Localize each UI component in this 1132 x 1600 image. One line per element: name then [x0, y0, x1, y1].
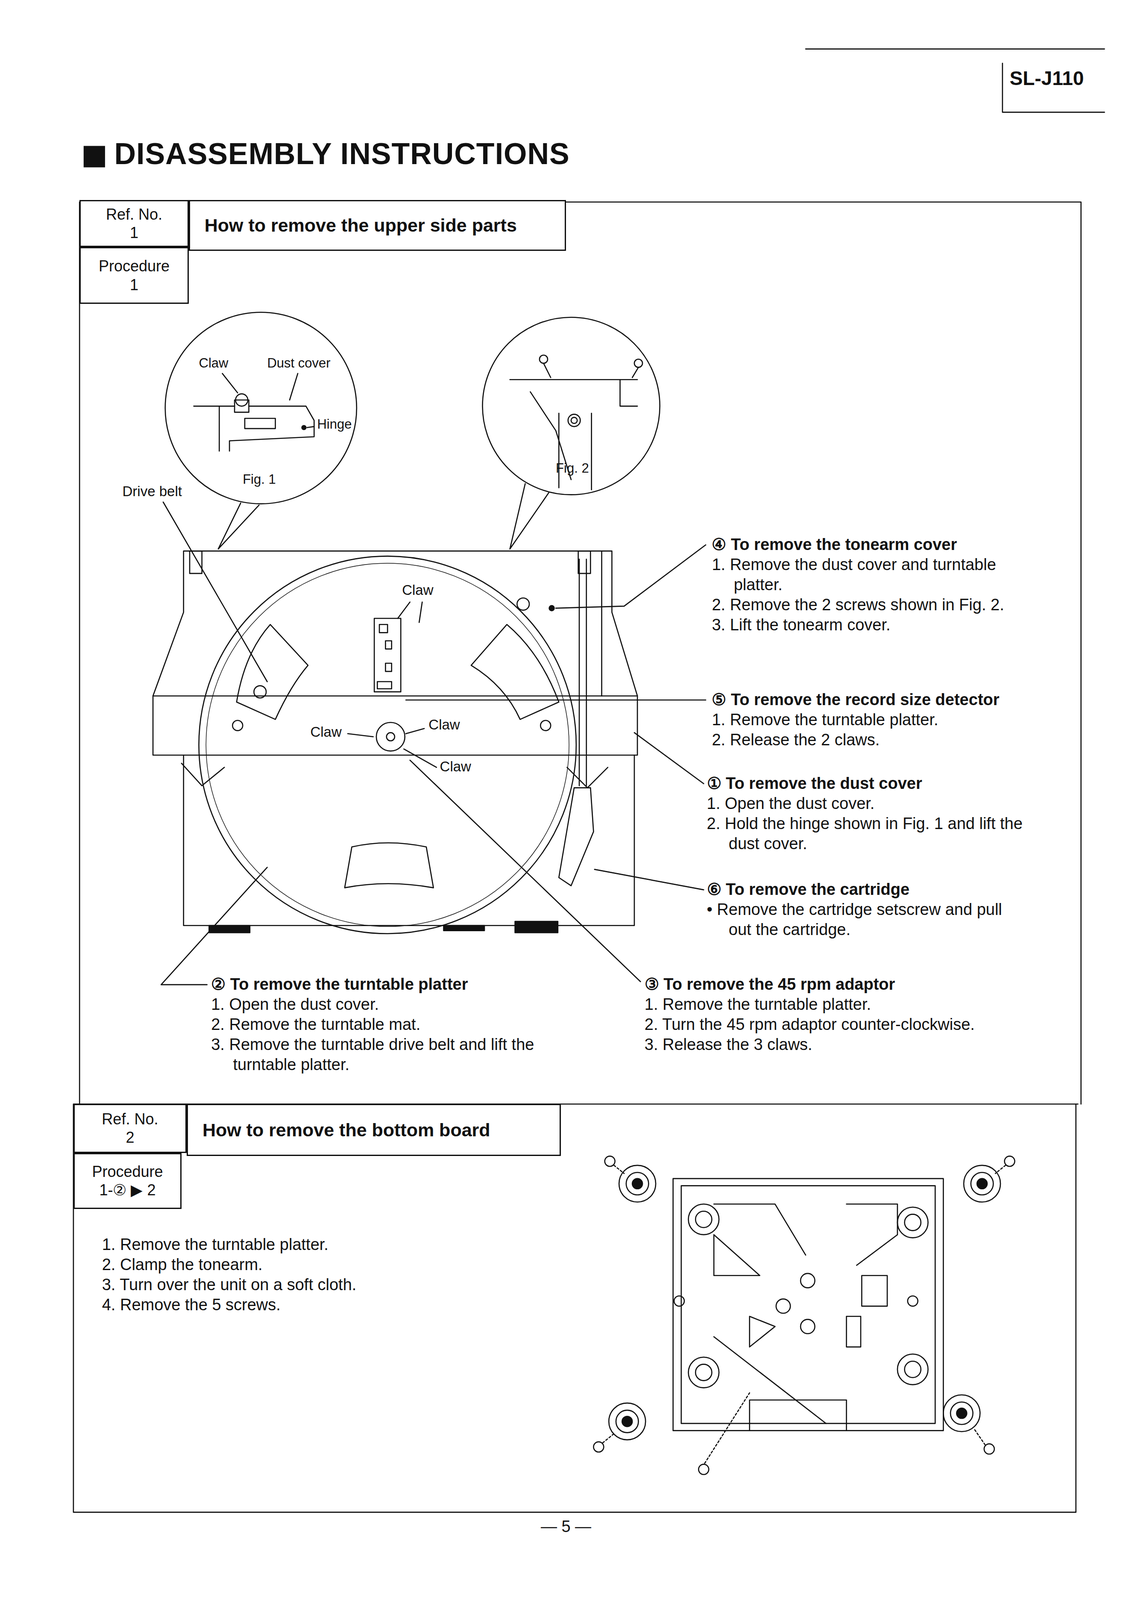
- ref-text: 1: [129, 275, 139, 294]
- step-text: 2. Remove the turntable mat.: [211, 1014, 548, 1035]
- part-label: Claw: [308, 724, 343, 740]
- model-number: SL-J110: [1009, 67, 1085, 90]
- step-text: 3. Remove the turntable drive belt and l…: [211, 1034, 548, 1075]
- instruction-group: 1. Remove the turntable platter.2. Clamp…: [102, 1234, 561, 1315]
- step-text: 1. Remove the turntable platter.: [644, 994, 992, 1015]
- page-number: — 5 —: [540, 1517, 592, 1536]
- part-label: Drive belt: [122, 483, 182, 499]
- instruction-group: ③ To remove the 45 rpm adaptor1. Remove …: [644, 973, 992, 1055]
- page-title: DISASSEMBLY INSTRUCTIONS: [114, 136, 570, 171]
- ref-text: 2: [125, 1127, 135, 1147]
- figure-label: Claw: [199, 355, 229, 371]
- figure-circle: Claw Dust coverHingeFig. 1: [164, 310, 358, 505]
- figure-circle: Fig. 2: [481, 316, 661, 496]
- ref-text: Procedure: [91, 1161, 163, 1181]
- ref-text: Procedure: [98, 256, 170, 276]
- step-text: 1. Remove the turntable platter.: [711, 709, 1018, 730]
- instruction-group: ② To remove the turntable platter1. Open…: [211, 973, 548, 1075]
- step-heading: ④ To remove the tonearm cover: [711, 534, 1023, 555]
- step-text: 2. Remove the 2 screws shown in Fig. 2.: [711, 594, 1023, 615]
- step-text: 3. Lift the tonearm cover.: [711, 614, 1023, 635]
- figure-label: Fig. 2: [555, 460, 590, 476]
- step-text: 4. Remove the 5 screws.: [102, 1294, 561, 1315]
- step-text: 3. Turn over the unit on a soft cloth.: [102, 1274, 561, 1295]
- step-heading: ⑤ To remove the record size detector: [711, 689, 1018, 710]
- step-heading: ① To remove the dust cover: [706, 773, 1024, 794]
- header-box: How to remove the bottom board: [186, 1103, 561, 1156]
- part-label: Claw: [400, 582, 435, 598]
- figure-label: Fig. 1: [242, 472, 276, 487]
- step-heading: ⑥ To remove the cartridge: [706, 879, 1024, 900]
- ref-box: Procedure1-② ▶ 2: [73, 1152, 182, 1209]
- ref-text: 1: [129, 223, 139, 242]
- header-box: How to remove the upper side parts: [188, 199, 566, 251]
- part-label: Claw: [427, 716, 461, 733]
- step-text: 1. Open the dust cover.: [706, 793, 1024, 814]
- step-text: 2. Release the 2 claws.: [711, 729, 1018, 750]
- step-text: 1. Remove the dust cover and turntable p…: [711, 554, 1023, 595]
- ref-text: Ref. No.: [101, 1109, 159, 1128]
- step-text: 2. Turn the 45 rpm adaptor counter-clock…: [644, 1014, 992, 1035]
- instruction-group: ⑤ To remove the record size detector1. R…: [711, 689, 1018, 750]
- step-heading: ② To remove the turntable platter: [211, 973, 548, 995]
- figure-label: Dust cover: [266, 355, 331, 371]
- step-heading: ③ To remove the 45 rpm adaptor: [644, 973, 992, 995]
- ref-text: 1-② ▶ 2: [99, 1180, 156, 1199]
- ref-box: Procedure1: [79, 246, 189, 305]
- step-text: • Remove the cartridge setscrew and pull…: [706, 899, 1024, 940]
- section-heading: How to remove the upper side parts: [204, 214, 517, 236]
- step-text: 1. Open the dust cover.: [211, 994, 548, 1015]
- ref-box: Ref. No.1: [79, 199, 189, 247]
- instruction-group: ⑥ To remove the cartridge• Remove the ca…: [706, 879, 1024, 940]
- instruction-group: ① To remove the dust cover1. Open the du…: [706, 773, 1024, 854]
- step-text: 2. Hold the hinge shown in Fig. 1 and li…: [706, 813, 1024, 854]
- section-heading: How to remove the bottom board: [202, 1119, 491, 1141]
- ref-box: Ref. No.2: [73, 1103, 187, 1153]
- figure-label: Hinge: [316, 416, 352, 432]
- ref-text: Ref. No.: [105, 205, 163, 224]
- step-text: 1. Remove the turntable platter.: [102, 1234, 561, 1255]
- step-text: 2. Clamp the tonearm.: [102, 1254, 561, 1275]
- instruction-group: ④ To remove the tonearm cover1. Remove t…: [711, 534, 1023, 635]
- part-label: Claw: [438, 758, 473, 775]
- step-text: 3. Release the 3 claws.: [644, 1034, 992, 1055]
